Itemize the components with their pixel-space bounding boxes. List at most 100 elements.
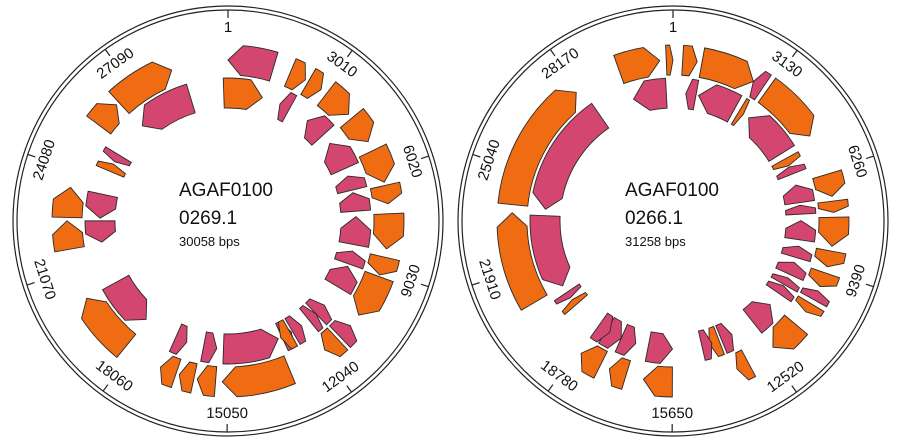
gene-reverse-arrow xyxy=(770,273,800,293)
gene-forward-arrow xyxy=(369,181,403,205)
gene-forward-arrow xyxy=(698,47,754,90)
gene-reverse-arrow xyxy=(277,92,298,123)
tick-mark xyxy=(549,49,556,57)
plasmid-map-right: 1313062609390125201565018780219102504028… xyxy=(457,5,889,437)
tick-mark xyxy=(420,155,429,160)
gene-forward-arrow xyxy=(222,77,263,110)
gene-forward-arrow xyxy=(808,267,841,287)
tick-label: 15650 xyxy=(651,405,693,422)
tick-label: 21910 xyxy=(475,257,504,302)
backbone-ring-outer xyxy=(12,5,444,437)
gene-reverse-arrow xyxy=(324,265,358,296)
gene-forward-arrow xyxy=(160,355,182,389)
gene-forward-arrow xyxy=(316,81,350,116)
gene-forward-arrow xyxy=(642,365,673,398)
gene-reverse-arrow xyxy=(697,329,713,361)
gene-forward-arrow xyxy=(81,297,137,359)
gene-reverse-arrow xyxy=(715,322,735,354)
tick-mark xyxy=(547,384,554,392)
gene-reverse-arrow xyxy=(742,301,774,334)
gene-reverse-arrow xyxy=(168,323,188,355)
gene-layer xyxy=(51,45,405,398)
gene-forward-arrow xyxy=(561,291,589,316)
tick-mark xyxy=(26,282,35,286)
gene-forward-arrow xyxy=(681,44,698,77)
gene-forward-arrow xyxy=(818,216,850,247)
tick-label: 21070 xyxy=(30,257,59,302)
gene-reverse-arrow xyxy=(765,280,795,303)
gene-forward-arrow xyxy=(708,325,726,358)
gene-forward-arrow xyxy=(665,44,674,76)
gene-reverse-arrow xyxy=(799,287,830,308)
gene-reverse-arrow xyxy=(338,215,372,248)
gene-reverse-arrow xyxy=(84,220,116,243)
gene-reverse-arrow xyxy=(784,220,817,243)
plasmid-map-left: 1301060209030120401505018060210702408027… xyxy=(12,5,444,437)
plasmid-id-line1: AGAF0100 xyxy=(179,180,273,201)
gene-forward-arrow xyxy=(95,160,126,178)
tick-mark xyxy=(104,48,111,57)
tick-label: 18060 xyxy=(92,357,136,395)
gene-reverse-arrow xyxy=(339,192,372,213)
gene-reverse-arrow xyxy=(780,245,813,263)
tick-label: 25040 xyxy=(475,138,504,183)
tick-mark xyxy=(420,283,429,288)
gene-forward-arrow xyxy=(817,198,849,213)
gene-forward-arrow xyxy=(320,327,349,358)
gene-reverse-arrow xyxy=(749,70,772,101)
gene-forward-arrow xyxy=(358,143,395,183)
tick-mark xyxy=(346,50,353,58)
gene-reverse-arrow xyxy=(644,331,674,364)
gene-reverse-arrow xyxy=(102,146,132,167)
gene-layer xyxy=(496,44,850,398)
gene-reverse-arrow xyxy=(298,304,324,333)
gene-forward-arrow xyxy=(352,270,394,316)
gene-reverse-arrow xyxy=(697,84,743,123)
tick-label: 15050 xyxy=(206,405,248,422)
plasmid-id-line2: 0269.1 xyxy=(179,208,237,229)
gene-reverse-arrow xyxy=(529,214,571,287)
tick-label: 18780 xyxy=(537,357,581,395)
gene-forward-arrow xyxy=(497,89,577,207)
gene-forward-arrow xyxy=(196,365,218,397)
gene-forward-arrow xyxy=(283,58,306,91)
plasmid-size-label: 31258 bps xyxy=(625,234,686,249)
gene-reverse-arrow xyxy=(85,190,119,219)
gene-forward-arrow xyxy=(52,220,85,253)
tick-mark xyxy=(791,385,797,393)
gene-forward-arrow xyxy=(300,67,325,99)
gene-reverse-arrow xyxy=(532,102,610,210)
plasmid-size-label: 30058 bps xyxy=(179,234,240,249)
gene-forward-arrow xyxy=(86,103,120,135)
gene-reverse-arrow xyxy=(227,45,279,82)
tick-label: 1 xyxy=(669,19,677,36)
gene-forward-arrow xyxy=(372,212,405,250)
gene-forward-arrow xyxy=(757,77,815,137)
gene-reverse-arrow xyxy=(785,204,817,216)
gene-forward-arrow xyxy=(613,47,661,85)
tick-label: 12520 xyxy=(764,358,808,396)
gene-reverse-arrow xyxy=(333,250,366,270)
gene-reverse-arrow xyxy=(553,283,582,305)
gene-reverse-arrow xyxy=(685,78,700,111)
gene-forward-arrow xyxy=(277,319,299,350)
tick-label: 9390 xyxy=(843,262,870,299)
gene-forward-arrow xyxy=(814,247,847,268)
tick-mark xyxy=(865,155,874,160)
gene-forward-arrow xyxy=(580,345,608,379)
tick-label: 24080 xyxy=(30,137,59,182)
tick-mark xyxy=(472,153,481,158)
gene-reverse-arrow xyxy=(284,315,307,346)
gene-reverse-arrow xyxy=(632,77,668,111)
gene-forward-arrow xyxy=(178,361,198,394)
tick-mark xyxy=(346,385,352,393)
gene-reverse-arrow xyxy=(748,115,796,162)
tick-mark xyxy=(27,153,36,158)
backbone-ring-outer xyxy=(457,5,889,437)
gene-reverse-arrow xyxy=(304,115,335,146)
gene-reverse-arrow xyxy=(775,261,807,282)
gene-forward-arrow xyxy=(367,253,401,276)
tick-label: 28170 xyxy=(539,45,583,83)
